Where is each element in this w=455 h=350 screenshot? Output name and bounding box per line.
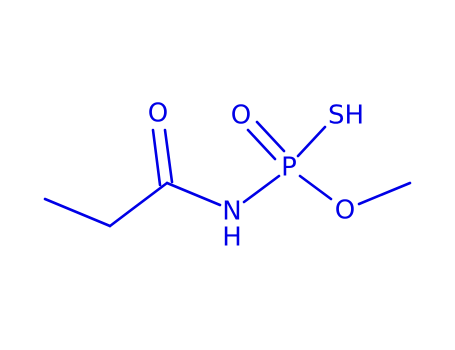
nitrogen-label: N	[222, 197, 241, 227]
bond-phosphorus-ester-oxygen	[298, 174, 333, 201]
bond-carbonyl-double-a	[151, 128, 162, 187]
atom-labels: O O SH P N H O	[148, 99, 364, 253]
bond-nitrogen-phosphorus	[242, 174, 281, 204]
bond-ch3-ch2	[43, 197, 112, 228]
thiol-label: SH	[328, 101, 364, 131]
bond-ch2-carbonyl-carbon	[108, 181, 169, 228]
bonds	[43, 120, 412, 228]
bond-carbonyl-carbon-nitrogen	[165, 181, 222, 207]
bond-phosphoryl-double-a	[246, 128, 277, 161]
phosphoryl-oxygen-label: O	[231, 101, 251, 131]
bond-carbonyl-double-b	[163, 128, 174, 184]
nitrogen-hydrogen-label: H	[222, 223, 242, 253]
bond-phosphorus-sulfur	[296, 125, 327, 158]
phosphorus-label: P	[281, 153, 297, 183]
bond-phosphoryl-double-b	[255, 120, 286, 153]
carbonyl-oxygen-label: O	[148, 99, 168, 129]
ester-oxygen-label: O	[335, 196, 355, 226]
bond-ester-oxygen-methyl	[357, 181, 412, 206]
